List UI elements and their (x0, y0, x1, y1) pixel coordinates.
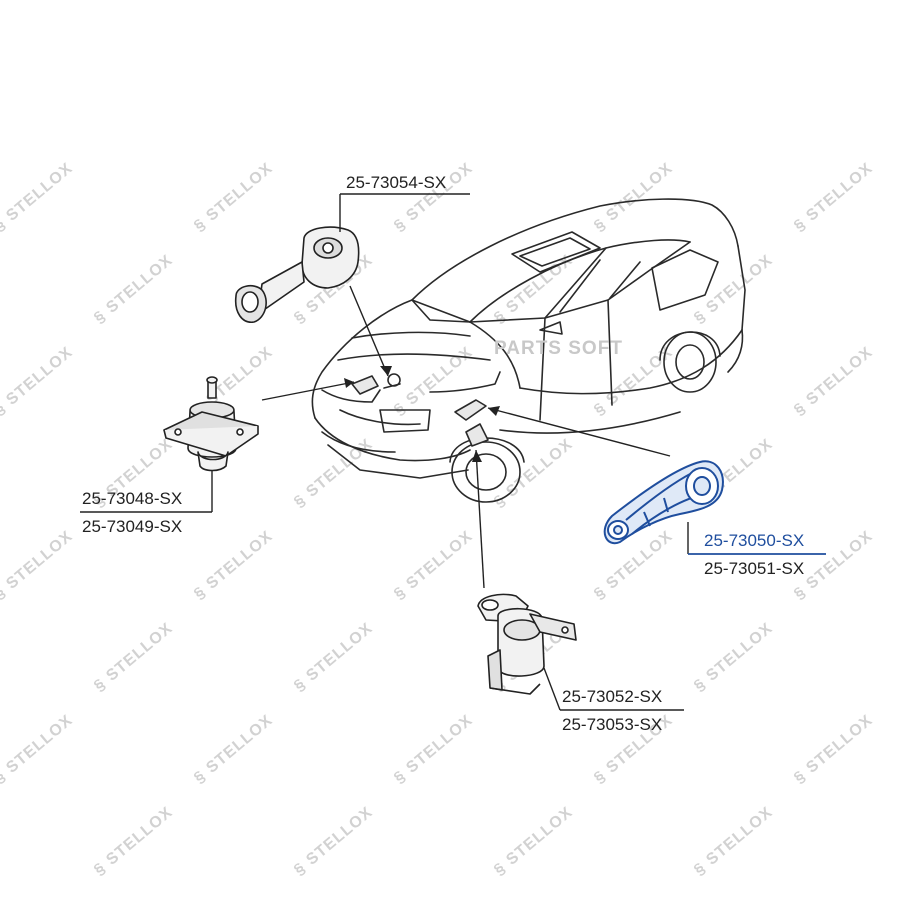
watermark-logo-mark: § (591, 584, 610, 603)
part-hydraulic-mount-illustration (163, 376, 259, 472)
watermark-logo-mark: § (291, 308, 310, 327)
watermark-text: STELLOX (503, 804, 576, 869)
watermark-logo: §STELLOX (191, 160, 276, 235)
watermark-logo: §STELLOX (691, 620, 776, 695)
part-label-25-73050[interactable]: 25-73050-SX (704, 531, 804, 550)
watermark-logo: §STELLOX (0, 528, 76, 603)
watermark-logo-mark: § (591, 216, 610, 235)
watermark-text: STELLOX (203, 712, 276, 777)
watermark-logo-mark: § (191, 216, 210, 235)
watermark-text: STELLOX (3, 712, 76, 777)
watermark-text: STELLOX (803, 344, 876, 409)
part-label-25-73049: 25-73049-SX (82, 517, 182, 536)
watermark-logo-mark: § (391, 216, 410, 235)
watermark-logo-mark: § (91, 860, 110, 879)
watermark-logo-mark: § (0, 584, 10, 603)
watermark-logo-mark: § (491, 860, 510, 879)
watermark-text: STELLOX (603, 160, 676, 225)
watermark-logo: §STELLOX (691, 252, 776, 327)
watermark-logo-mark: § (591, 400, 610, 419)
watermark-logo-mark: § (691, 308, 710, 327)
watermark-text: STELLOX (3, 160, 76, 225)
watermark-text: STELLOX (103, 620, 176, 685)
watermark-logo: §STELLOX (491, 804, 576, 879)
watermark-logo: §STELLOX (391, 528, 476, 603)
watermark-logo-mark: § (291, 860, 310, 879)
part-label-25-73051: 25-73051-SX (704, 559, 804, 578)
watermark-logo-mark: § (691, 860, 710, 879)
watermark-logo-mark: § (391, 768, 410, 787)
part-side-mount-illustration (477, 593, 577, 695)
watermark-logo: §STELLOX (91, 620, 176, 695)
watermark-logo: §STELLOX (791, 344, 876, 419)
watermark-logo: §STELLOX (91, 252, 176, 327)
part-torque-rod-illustration (234, 226, 360, 323)
watermark-text: STELLOX (703, 620, 776, 685)
watermark-logo-mark: § (91, 676, 110, 695)
watermark-logo-mark: § (191, 768, 210, 787)
watermark-logo-mark: § (591, 768, 610, 787)
part-rear-mount-illustration (603, 460, 724, 545)
watermark-logo-mark: § (791, 768, 810, 787)
watermark-logo: §STELLOX (291, 436, 376, 511)
watermark-text: STELLOX (3, 344, 76, 409)
watermark-logo: §STELLOX (191, 528, 276, 603)
watermark-logo-mark: § (691, 676, 710, 695)
watermark-logo: §STELLOX (0, 712, 76, 787)
watermark-logo-mark: § (791, 584, 810, 603)
watermark-logo-mark: § (491, 308, 510, 327)
watermark-logo: §STELLOX (791, 160, 876, 235)
callout-lines (80, 193, 826, 711)
watermark-text: STELLOX (403, 528, 476, 593)
car-illustration (311, 198, 746, 503)
watermark-logo-mark: § (791, 400, 810, 419)
watermark-logo-mark: § (191, 584, 210, 603)
watermark-text: STELLOX (103, 252, 176, 317)
watermark-logo-mark: § (791, 216, 810, 235)
watermark-text: STELLOX (803, 160, 876, 225)
watermark-logo-mark: § (91, 308, 110, 327)
watermark-logo: §STELLOX (391, 712, 476, 787)
watermark-logo: §STELLOX (0, 344, 76, 419)
watermark-text: STELLOX (803, 528, 876, 593)
watermark-text: STELLOX (203, 528, 276, 593)
brand-overlay-text: PARTS SOFT (494, 338, 623, 359)
watermark-text: STELLOX (103, 804, 176, 869)
watermark-logo-mark: § (291, 676, 310, 695)
watermark-logo: §STELLOX (191, 712, 276, 787)
watermark-text: STELLOX (303, 620, 376, 685)
watermark-logo-mark: § (0, 768, 10, 787)
watermark-text: STELLOX (403, 160, 476, 225)
callout-arrowheads (344, 366, 500, 462)
watermark-logo: §STELLOX (0, 160, 76, 235)
watermark-text: STELLOX (803, 712, 876, 777)
watermark-logo: §STELLOX (591, 160, 676, 235)
watermark-text: STELLOX (403, 712, 476, 777)
watermark-logo: §STELLOX (291, 620, 376, 695)
part-label-25-73048: 25-73048-SX (82, 489, 182, 508)
part-label-25-73052: 25-73052-SX (562, 687, 662, 706)
watermark-text: STELLOX (3, 528, 76, 593)
watermark-logo-mark: § (391, 584, 410, 603)
watermark-logo-mark: § (291, 492, 310, 511)
watermark-logo: §STELLOX (591, 528, 676, 603)
watermark-logo: §STELLOX (391, 160, 476, 235)
watermark-text: STELLOX (303, 436, 376, 501)
watermark-logo: §STELLOX (691, 804, 776, 879)
watermark-logo: §STELLOX (91, 804, 176, 879)
watermark-logo-mark: § (0, 216, 10, 235)
watermark-logo: §STELLOX (291, 804, 376, 879)
watermark-logo-mark: § (0, 400, 10, 419)
watermark-logo: §STELLOX (791, 712, 876, 787)
watermark-text: STELLOX (303, 804, 376, 869)
part-label-25-73054: 25-73054-SX (346, 173, 446, 192)
watermark-text: STELLOX (203, 160, 276, 225)
watermark-text: STELLOX (703, 804, 776, 869)
part-label-25-73053: 25-73053-SX (562, 715, 662, 734)
